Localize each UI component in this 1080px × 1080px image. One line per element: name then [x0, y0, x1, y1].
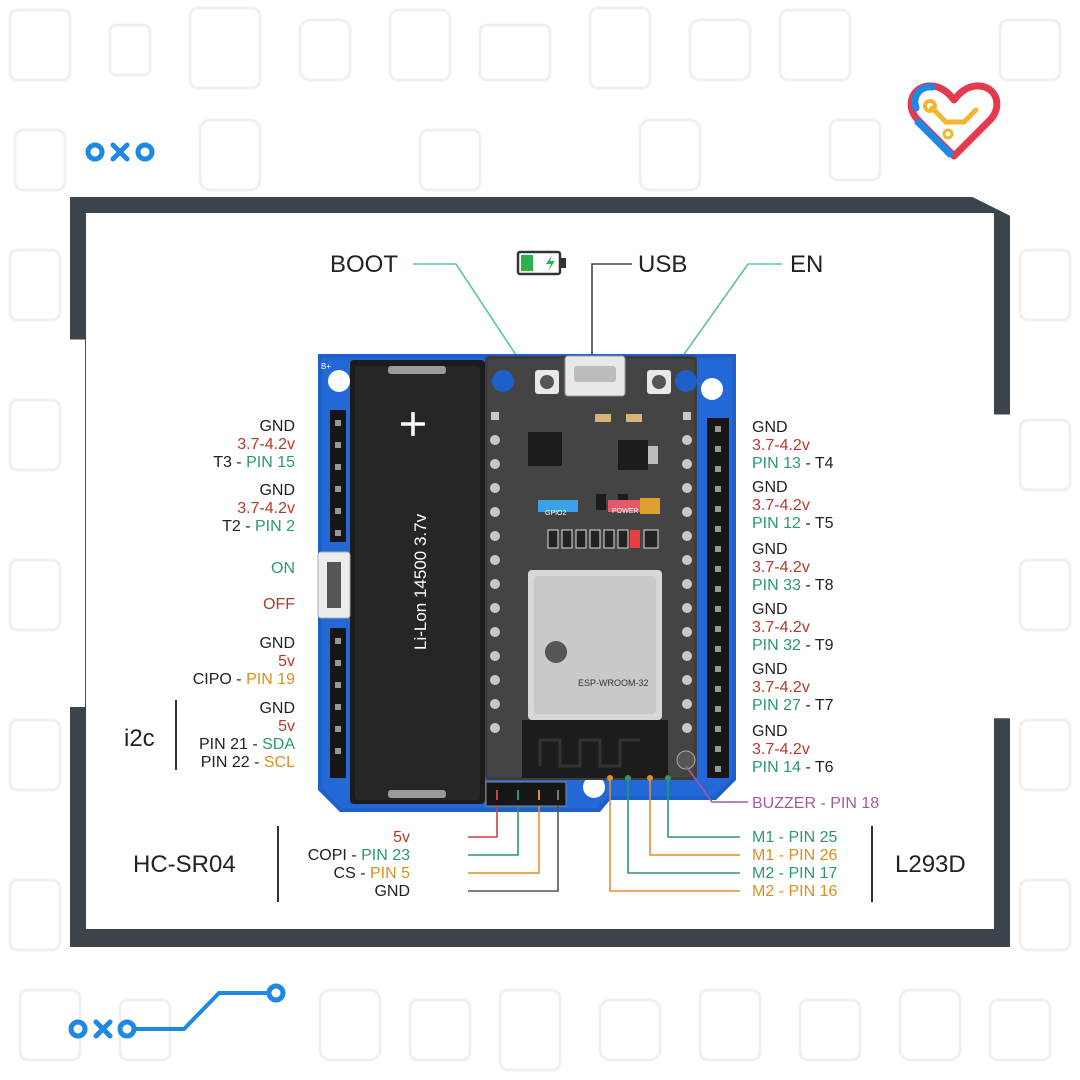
right-volt-3: 3.7-4.2v — [752, 559, 810, 576]
i2c-title: i2c — [124, 725, 155, 752]
hcsr04-gnd: GND — [374, 883, 410, 900]
wire-m2-17 — [627, 778, 740, 874]
usb-callout-line — [591, 263, 632, 356]
bplus-label: B+ — [321, 362, 332, 371]
wire-m1-25 — [667, 778, 740, 838]
power-led-label: POWER — [612, 508, 639, 515]
hcsr04-header — [485, 781, 567, 807]
l293d-title: L293D — [895, 851, 966, 878]
right-gnd-4: GND — [752, 601, 788, 618]
switch-on-label: ON — [271, 560, 295, 577]
esp32-devkit — [485, 355, 697, 780]
power-switch — [317, 551, 351, 619]
right-pin-5: PIN 27 - T7 — [752, 697, 834, 714]
heart-circuit-logo-icon — [907, 82, 1001, 160]
wire-cs — [468, 806, 540, 874]
right-gnd-2: GND — [752, 479, 788, 496]
right-volt-1: 3.7-4.2v — [752, 437, 810, 454]
wire-buzzer — [685, 765, 748, 803]
l293d-m1-25: M1 - PIN 25 — [752, 829, 838, 846]
oxo-decoration-icon — [85, 142, 155, 162]
switch-off-label: OFF — [263, 596, 295, 613]
right-pin-3: PIN 33 - T8 — [752, 577, 834, 594]
right-gnd-1: GND — [752, 419, 788, 436]
i2c-scl: PIN 22 - SCL — [200, 754, 295, 771]
left-pin-1: T3 - PIN 15 — [213, 454, 295, 471]
right-volt-2: 3.7-4.2v — [752, 497, 810, 514]
right-volt-5: 3.7-4.2v — [752, 679, 810, 696]
en-callout-line — [679, 263, 782, 361]
i2c-gnd: GND — [259, 700, 295, 717]
module-name-label: ESP-WROOM-32 — [578, 678, 649, 688]
l293d-m1-26: M1 - PIN 26 — [752, 847, 838, 864]
i2c-volt: 5v — [278, 718, 295, 735]
boot-label: BOOT — [330, 251, 399, 278]
wire-m1-26 — [649, 778, 740, 856]
right-gnd-3: GND — [752, 541, 788, 558]
left-volt-1: 3.7-4.2v — [237, 436, 295, 453]
battery-charging-icon — [516, 250, 566, 276]
wire-m2-16 — [609, 778, 740, 892]
left-header-strips — [330, 410, 346, 778]
left-gnd-3: GND — [259, 635, 295, 652]
left-volt-2: 3.7-4.2v — [237, 500, 295, 517]
left-gnd-2: GND — [259, 482, 295, 499]
circuit-line-decoration-icon — [68, 983, 286, 1039]
usb-label: USB — [638, 251, 688, 278]
wire-5v — [468, 806, 498, 838]
right-volt-6: 3.7-4.2v — [752, 741, 810, 758]
boot-callout-line — [413, 263, 519, 359]
left-pin-cipo: CIPO - PIN 19 — [192, 671, 295, 688]
right-volt-4: 3.7-4.2v — [752, 619, 810, 636]
right-pin-4: PIN 32 - T9 — [752, 637, 834, 654]
left-pin-2: T2 - PIN 2 — [222, 518, 295, 535]
i2c-sda: PIN 21 - SDA — [198, 736, 295, 753]
right-pin-6: PIN 14 - T6 — [752, 759, 834, 776]
hcsr04-title: HC-SR04 — [133, 851, 236, 878]
hcsr04-cs: CS - PIN 5 — [333, 865, 410, 882]
left-volt-3: 5v — [278, 653, 295, 670]
l293d-m2-17: M2 - PIN 17 — [752, 865, 838, 882]
hcsr04-5v: 5v — [393, 829, 410, 846]
right-pin-2: PIN 12 - T5 — [752, 515, 834, 532]
right-header-strip — [707, 418, 729, 778]
hcsr04-copi: COPI - PIN 23 — [307, 847, 410, 864]
wire-gnd — [468, 806, 559, 892]
buzzer-label: BUZZER - PIN 18 — [752, 795, 880, 812]
l293d-m2-16: M2 - PIN 16 — [752, 883, 838, 900]
left-gnd-1: GND — [259, 418, 295, 435]
wire-copi — [468, 806, 519, 856]
right-gnd-5: GND — [752, 661, 788, 678]
right-pin-1: PIN 13 - T4 — [752, 455, 834, 472]
gpio2-led-label: GPIO2 — [545, 510, 567, 517]
right-gnd-6: GND — [752, 723, 788, 740]
en-label: EN — [790, 251, 824, 278]
battery-holder — [350, 360, 485, 804]
battery-label: Li-Lon 14500 3.7v — [411, 513, 430, 650]
